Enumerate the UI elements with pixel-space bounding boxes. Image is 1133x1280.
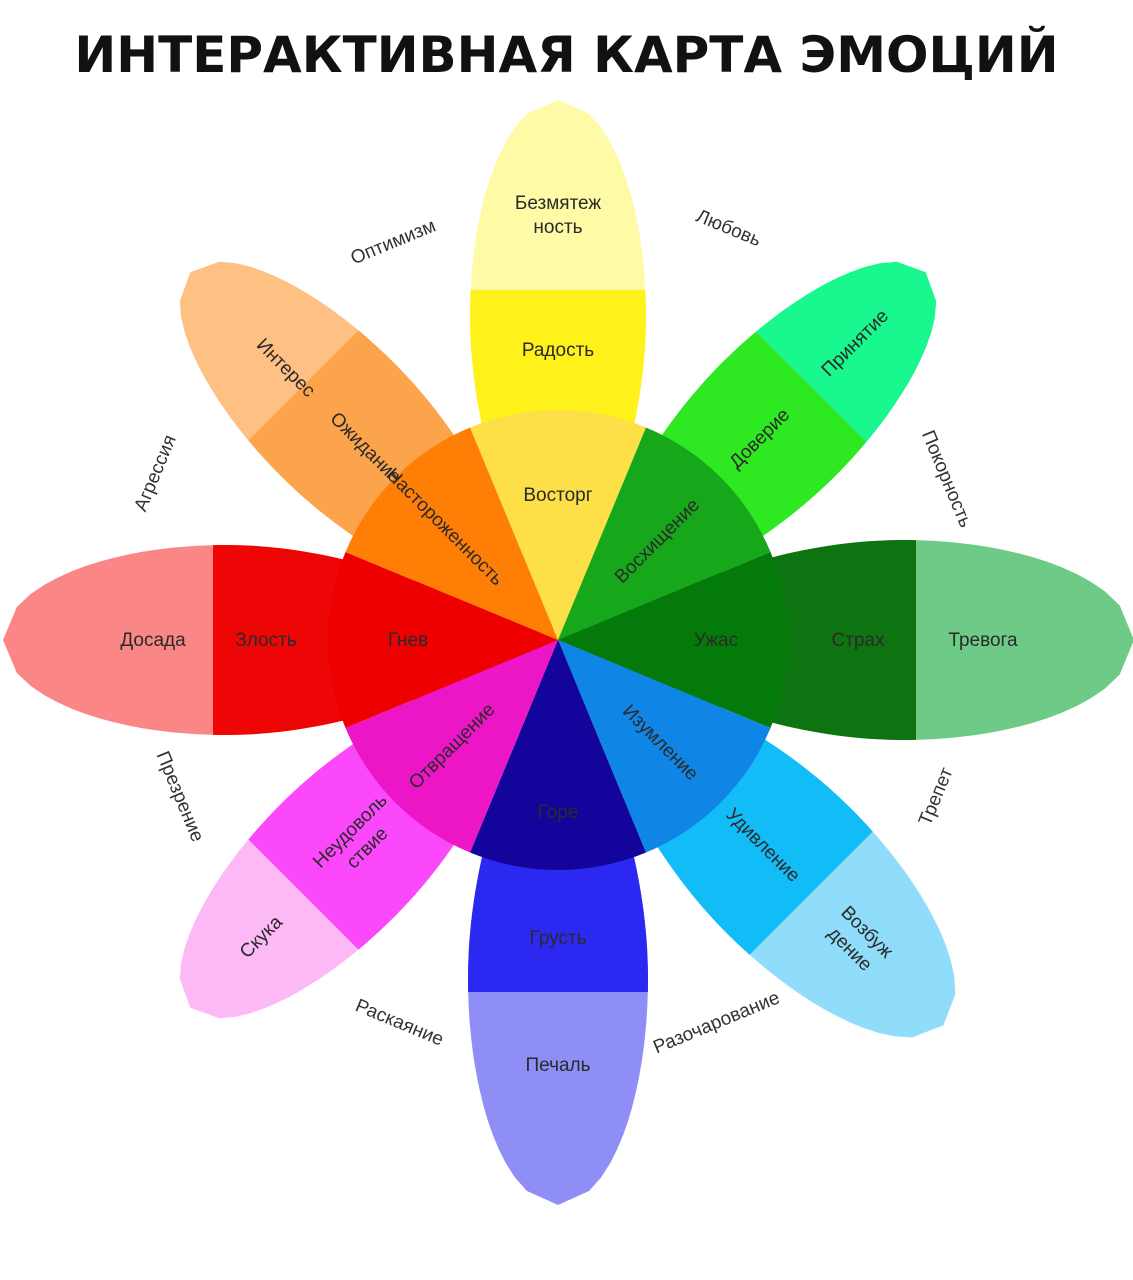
dyad-label-1: Покорность <box>917 427 976 530</box>
dyad-label-2: Трепет <box>915 764 958 828</box>
band-inner-disgust[interactable] <box>345 640 559 853</box>
dyad-label-5: Презрение <box>152 748 208 845</box>
emotion-label-sadness-1: Грусть <box>530 928 587 949</box>
dyad-label-0: Любовь <box>693 206 764 252</box>
band-inner-surprise[interactable] <box>558 640 771 853</box>
band-inner-fear[interactable] <box>558 552 789 728</box>
dyad-label-7: Оптимизм <box>348 215 439 269</box>
band-inner-joy[interactable] <box>470 409 646 640</box>
page-title: ИНТЕРАКТИВНАЯ КАРТА ЭМОЦИЙ <box>74 26 1059 84</box>
emotion-label-sadness-2: Печаль <box>525 1055 590 1076</box>
emotion-label-fear-1: Страх <box>831 630 885 651</box>
emotion-label-anger-0: Гнев <box>388 630 428 651</box>
emotion-label-joy-1: Радость <box>522 340 594 361</box>
dyad-label-4: Раскаяние <box>352 995 446 1050</box>
band-inner-sadness[interactable] <box>470 640 646 871</box>
dyad-label-6: Агрессия <box>130 432 180 515</box>
band-inner-anticipation[interactable] <box>345 427 559 641</box>
emotion-label-anger-2: Досада <box>120 630 186 651</box>
emotion-label-fear-0: Ужас <box>694 630 738 651</box>
emotion-label-fear-2: Тревога <box>948 630 1018 651</box>
band-inner-trust[interactable] <box>558 427 771 641</box>
dyad-label-3: Разочарование <box>650 987 783 1058</box>
band-inner-anger[interactable] <box>327 552 558 728</box>
emotion-label-joy-0: Восторг <box>523 485 592 506</box>
emotion-label-anger-1: Злость <box>235 630 297 651</box>
emotion-label-sadness-0: Горе <box>538 802 579 823</box>
